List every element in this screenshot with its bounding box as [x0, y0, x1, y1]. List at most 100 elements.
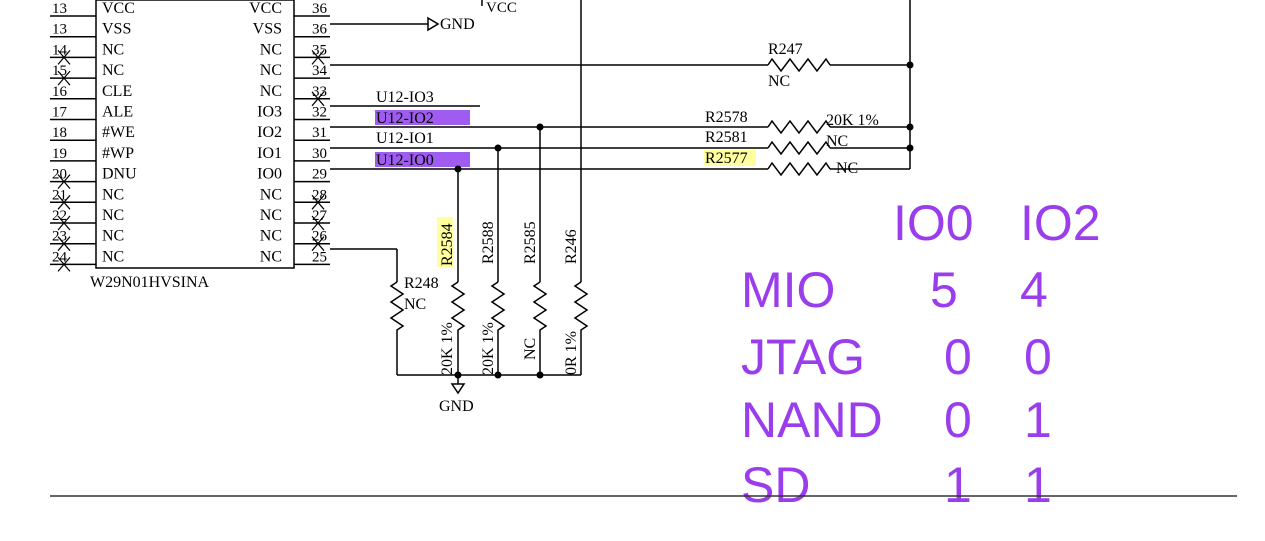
- no-connect-icon: [311, 91, 325, 107]
- r247-value: NC: [768, 73, 790, 90]
- table-row-io0: 5: [930, 262, 958, 318]
- table-row-io2: 0: [1024, 329, 1052, 385]
- r246-ref: R246: [563, 229, 580, 264]
- junction-dot: [536, 371, 544, 379]
- resistor-r2588: [490, 281, 506, 375]
- r2585-value: NC: [522, 338, 539, 360]
- ref-highlight-r2577: [704, 150, 756, 166]
- pin-name-right: VSS: [253, 21, 282, 38]
- r2585-ref: R2585: [522, 221, 539, 264]
- no-connect-icon: [57, 174, 71, 189]
- no-connect-icon: [311, 215, 325, 231]
- r2577-ref: R2577: [705, 150, 748, 167]
- pin-name-left: CLE: [102, 83, 132, 100]
- resistor-r2577: [767, 161, 831, 177]
- ref-highlight-r2584: [437, 217, 453, 267]
- resistor-r248: [389, 281, 405, 375]
- pin-number-right: 34: [312, 63, 328, 79]
- no-connect-icon: [57, 257, 71, 272]
- r2577-value: NC: [836, 160, 858, 177]
- resistor-r2581: [767, 140, 831, 156]
- net-label-io2: U12-IO2: [376, 110, 434, 127]
- net-label-io3: U12-IO3: [376, 89, 434, 106]
- pin-name-left: NC: [102, 62, 124, 79]
- gnd-arrow-icon: [427, 16, 440, 32]
- net-label-io0: U12-IO0: [376, 152, 434, 169]
- pin-number-right: 25: [312, 249, 327, 265]
- no-connect-icon: [57, 215, 71, 231]
- pin-name-left: NC: [102, 207, 124, 224]
- r2588-value: 20K 1%: [480, 322, 497, 375]
- net-highlight-io0: [375, 152, 470, 167]
- r2588-ref: R2588: [480, 221, 497, 264]
- pin-name-right: VCC: [249, 0, 282, 17]
- pin-name-right: IO2: [257, 124, 282, 141]
- junction-dot: [906, 144, 914, 152]
- pin-number-left: 24: [52, 249, 68, 265]
- pin-name-right: NC: [260, 83, 282, 100]
- resistor-r247: [767, 57, 831, 73]
- boot-mode-table: IO0 IO2 MIO 5 4 JTAG 0 0 NAND 0 1 SD 1 1: [741, 195, 1101, 513]
- pin-name-left: VSS: [102, 21, 131, 38]
- junction-dot: [906, 61, 914, 69]
- gnd-bottom-label: GND: [439, 398, 474, 415]
- pin-name-right: NC: [260, 248, 282, 265]
- pin-number-left: 22: [52, 208, 67, 224]
- table-row-io2: 1: [1024, 457, 1052, 513]
- pin-number-left: 23: [52, 229, 67, 245]
- pin-name-left: #WE: [102, 124, 135, 141]
- pin-number-right: 36: [312, 22, 328, 38]
- pin-number-left: 14: [52, 42, 68, 58]
- pin-name-left: NC: [102, 248, 124, 265]
- table-row-mode: JTAG: [741, 329, 865, 385]
- pin-name-right: NC: [260, 186, 282, 203]
- no-connect-icon: [57, 194, 71, 210]
- pin-name-right: IO0: [257, 166, 282, 183]
- r2584-value: 20K 1%: [439, 322, 456, 375]
- r246-value: 0R 1%: [563, 331, 580, 375]
- pin-number-right: 31: [312, 125, 327, 141]
- pin-name-left: NC: [102, 186, 124, 203]
- no-connect-icon: [57, 70, 71, 86]
- table-row-mode: MIO: [741, 262, 835, 318]
- table-row-io0: 0: [944, 329, 972, 385]
- r247-ref: R247: [768, 41, 803, 58]
- junction-dot: [906, 123, 914, 131]
- resistor-r2584: [450, 281, 466, 375]
- table-row-io2: 4: [1020, 262, 1048, 318]
- ic-body: [95, 0, 295, 269]
- vcc-label: VCC: [486, 0, 517, 16]
- r2581-ref: R2581: [705, 129, 748, 146]
- pin-number-right: 29: [312, 167, 327, 183]
- no-connect-icon: [57, 236, 71, 252]
- pin-name-left: NC: [102, 41, 124, 58]
- table-row-mode: SD: [741, 457, 810, 513]
- no-connect-icon: [311, 194, 325, 210]
- r2581-value: NC: [826, 133, 848, 150]
- gnd-top-label: GND: [440, 16, 475, 33]
- net-label-io1: U12-IO1: [376, 130, 434, 147]
- pin-name-left: ALE: [102, 104, 133, 121]
- no-connect-icon: [311, 236, 325, 252]
- pin-number-right: 30: [312, 146, 327, 162]
- r2584-ref: R2584: [439, 223, 456, 266]
- resistor-r246: [573, 281, 589, 375]
- resistor-r2585: [532, 281, 548, 375]
- pin-name-right: IO3: [257, 104, 282, 121]
- table-row-io0: 0: [944, 392, 972, 448]
- table-row-mode: NAND: [741, 392, 883, 448]
- pin-name-left: NC: [102, 228, 124, 245]
- table-row-io0: 1: [944, 457, 972, 513]
- ic-part-name: W29N01HVSINA: [90, 274, 210, 291]
- resistor-r2578: [767, 119, 831, 135]
- pin-number-left: 13: [52, 1, 67, 17]
- net-highlight-io2: [375, 110, 470, 125]
- pin-number-left: 18: [52, 125, 67, 141]
- pin-name-right: NC: [260, 207, 282, 224]
- pin-name-right: IO1: [257, 145, 282, 162]
- pin-name-right: NC: [260, 41, 282, 58]
- table-header-io0: IO0: [893, 195, 974, 251]
- pin-number-right: 36: [312, 1, 328, 17]
